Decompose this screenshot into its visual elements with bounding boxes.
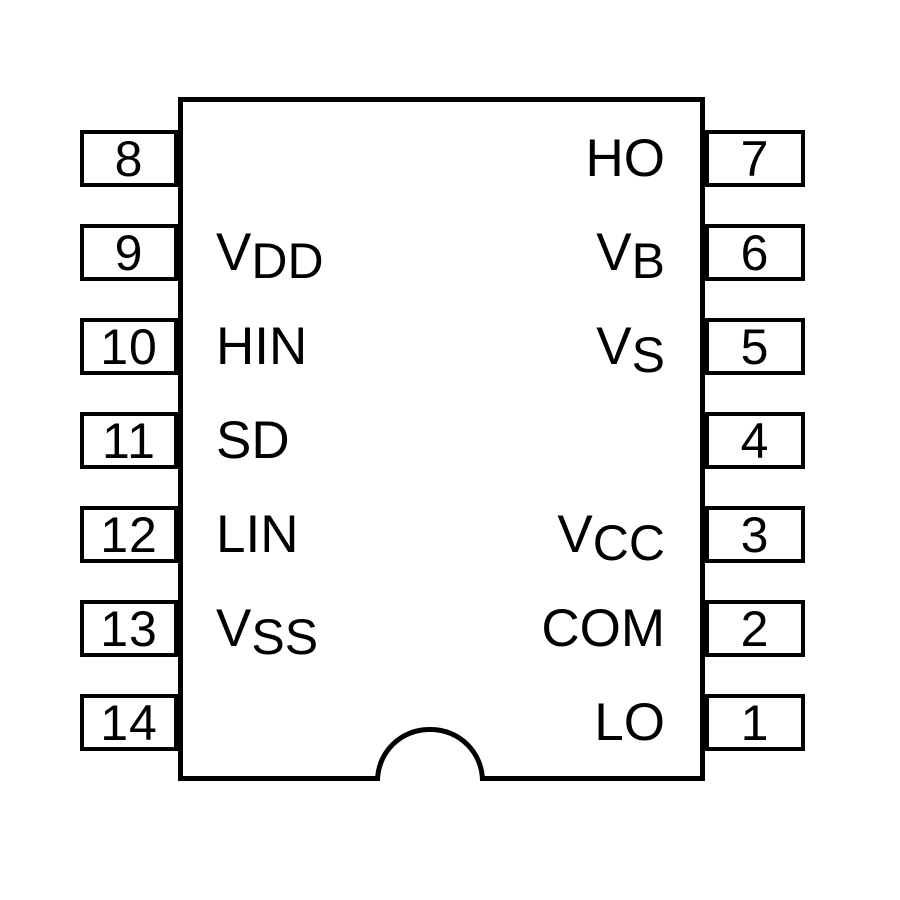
pin-box-6: 6: [705, 224, 805, 281]
pin-number: 3: [740, 506, 770, 563]
pin-box-8: 8: [80, 130, 178, 187]
pin-box-5: 5: [705, 318, 805, 375]
pin-number: 9: [114, 224, 144, 281]
label-main: V: [596, 223, 632, 282]
pin-box-13: 13: [80, 600, 178, 657]
pin-box-10: 10: [80, 318, 178, 375]
pin-number: 6: [740, 224, 770, 281]
label-main: V: [216, 223, 252, 282]
pin-box-7: 7: [705, 130, 805, 187]
pin-label-sd: SD: [216, 412, 290, 469]
label-main: V: [557, 505, 593, 564]
pin-label-com: COM: [541, 600, 665, 657]
pin-box-3: 3: [705, 506, 805, 563]
label-main: COM: [541, 599, 665, 658]
label-subscript: S: [631, 327, 665, 383]
pin-number: 14: [100, 694, 158, 751]
pin-number: 11: [102, 412, 156, 469]
pin-box-9: 9: [80, 224, 178, 281]
pin-number: 2: [740, 600, 770, 657]
pin-number: 13: [100, 600, 158, 657]
chip-package-outline: [178, 97, 705, 781]
pin-label-hin: HIN: [216, 318, 307, 375]
pin-box-2: 2: [705, 600, 805, 657]
label-subscript: DD: [251, 233, 324, 289]
pin-number: 1: [740, 694, 770, 751]
label-subscript: SS: [251, 609, 319, 665]
pin-label-ho: HO: [586, 130, 666, 187]
pin-box-12: 12: [80, 506, 178, 563]
pin-label-lo: LO: [594, 694, 665, 751]
pin-number: 10: [100, 318, 158, 375]
pin-number: 12: [100, 506, 158, 563]
pin-number: 5: [740, 318, 770, 375]
pin-number: 4: [740, 412, 770, 469]
pin-box-14: 14: [80, 694, 178, 751]
label-subscript: CC: [592, 515, 665, 571]
label-main: LIN: [216, 505, 299, 564]
pin-box-11: 11: [80, 412, 178, 469]
label-main: SD: [216, 411, 290, 470]
label-main: HIN: [216, 317, 308, 376]
label-main: LO: [594, 693, 665, 752]
pin-box-1: 1: [705, 694, 805, 751]
label-main: HO: [585, 129, 666, 188]
label-subscript: B: [631, 233, 665, 289]
label-main: V: [216, 599, 252, 658]
pin-number: 8: [114, 130, 144, 187]
pin-label-lin: LIN: [216, 506, 298, 563]
pin-number: 7: [740, 130, 770, 187]
pin-box-4: 4: [705, 412, 805, 469]
label-main: V: [596, 317, 632, 376]
